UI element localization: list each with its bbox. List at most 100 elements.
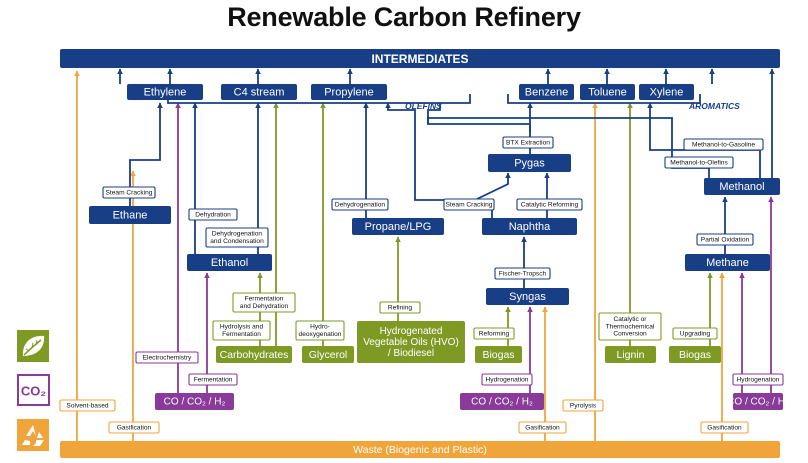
process-fermentation[interactable]: Fermentation bbox=[188, 373, 238, 386]
node-waste[interactable]: Waste (Biogenic and Plastic) bbox=[60, 441, 780, 458]
process-fermentation-dehydration-label: and Dehydration bbox=[240, 303, 289, 310]
process-steam-cracking-2-box bbox=[443, 198, 495, 211]
leaf-icon bbox=[17, 330, 49, 362]
node-xylene-label: Xylene bbox=[650, 87, 684, 99]
node-c4[interactable]: C4 stream bbox=[221, 84, 297, 100]
recycle-icon bbox=[17, 419, 49, 451]
node-co2b[interactable]: CO / CO₂ / H₂ bbox=[460, 393, 544, 410]
node-biogas1[interactable]: Biogas bbox=[475, 346, 522, 363]
node-hvo-label: Vegetable Oils (HVO) bbox=[363, 337, 459, 348]
node-ethanol-box bbox=[187, 254, 272, 271]
process-fermentation-dehydration-label: Fermentation bbox=[245, 296, 284, 303]
process-methanol-to-olefins[interactable]: Methanol-to-Olefins bbox=[664, 156, 734, 169]
node-carbohydrates-box bbox=[216, 346, 292, 363]
process-dehydrogenation-label: Dehydrogenation bbox=[335, 201, 386, 208]
node-co2c[interactable]: CO / CO₂ / H₂ bbox=[727, 393, 789, 410]
node-biogas2-label: Biogas bbox=[679, 349, 711, 361]
process-methanol-to-gasoline[interactable]: Methanol-to-Gasoline bbox=[683, 138, 764, 151]
node-ethylene-box bbox=[127, 84, 203, 100]
node-xylene[interactable]: Xylene bbox=[639, 84, 694, 100]
node-glycerol[interactable]: Glycerol bbox=[302, 346, 354, 363]
node-methanol[interactable]: Methanol bbox=[704, 178, 780, 195]
node-methane[interactable]: Methane bbox=[685, 254, 770, 271]
process-btx-extraction[interactable]: BTX Extraction bbox=[502, 136, 554, 149]
node-biogas2[interactable]: Biogas bbox=[669, 346, 721, 363]
node-pygas[interactable]: Pygas bbox=[488, 154, 571, 172]
process-catalytic-thermochemical-box bbox=[598, 312, 662, 341]
node-intermediates[interactable]: INTERMEDIATES bbox=[60, 49, 780, 68]
process-dehydrogenation-condensation-label: and Condensation bbox=[210, 238, 264, 245]
process-refining[interactable]: Refining bbox=[379, 301, 421, 314]
process-fermentation-dehydration-box bbox=[232, 292, 296, 313]
node-ethanol[interactable]: Ethanol bbox=[187, 254, 272, 271]
node-ethane[interactable]: Ethane bbox=[89, 206, 171, 224]
node-syngas[interactable]: Syngas bbox=[486, 288, 569, 305]
node-co2a-label: CO / CO₂ / H₂ bbox=[164, 397, 226, 408]
process-dehydration-label: Dehydration bbox=[195, 211, 231, 218]
connector-navy-24 bbox=[476, 172, 511, 200]
node-methane-label: Methane bbox=[706, 257, 749, 269]
process-hydrogenation-2[interactable]: Hydrogenation bbox=[732, 373, 784, 386]
process-gasification-2[interactable]: Gasification bbox=[518, 421, 567, 434]
process-reforming[interactable]: Reforming bbox=[473, 327, 515, 340]
node-toluene[interactable]: Toluene bbox=[580, 84, 635, 100]
process-upgrading[interactable]: Upgrading bbox=[672, 327, 718, 340]
node-benzene[interactable]: Benzene bbox=[519, 84, 574, 100]
process-hydrolysis-fermentation-box bbox=[212, 320, 271, 341]
process-electrochemistry[interactable]: Electrochemistry bbox=[135, 351, 199, 364]
node-benzene-box bbox=[519, 84, 574, 100]
node-co2a[interactable]: CO / CO₂ / H₂ bbox=[155, 393, 234, 410]
process-hydrogenation-1-label: Hydrogenation bbox=[486, 376, 529, 383]
legend: CO₂ bbox=[17, 330, 50, 451]
process-reforming-box bbox=[473, 327, 515, 340]
node-intermediates-label: INTERMEDIATES bbox=[371, 52, 468, 66]
node-ethane-box bbox=[89, 206, 171, 224]
process-steam-cracking-2[interactable]: Steam Cracking bbox=[443, 198, 495, 211]
node-ethylene[interactable]: Ethylene bbox=[127, 84, 203, 100]
process-gasification-1[interactable]: Gasification bbox=[108, 421, 160, 434]
node-propane-box bbox=[352, 218, 444, 235]
node-biogas1-box bbox=[475, 346, 522, 363]
process-fischer-tropsch[interactable]: Fischer-Tropsch bbox=[494, 267, 551, 280]
process-dehydrogenation-condensation-box bbox=[205, 227, 269, 248]
node-propylene[interactable]: Propylene bbox=[311, 84, 387, 100]
process-dehydrogenation-condensation-label: Dehydrogenation bbox=[212, 231, 263, 238]
node-propane[interactable]: Propane/LPG bbox=[352, 218, 444, 235]
process-reforming-label: Reforming bbox=[479, 330, 510, 337]
process-catalytic-thermochemical-label: Conversion bbox=[613, 330, 647, 337]
process-hydrolysis-fermentation-label: Hydrolysis and bbox=[220, 324, 264, 331]
node-syngas-box bbox=[486, 288, 569, 305]
node-carbohydrates[interactable]: Carbohydrates bbox=[216, 346, 292, 363]
node-methanol-label: Methanol bbox=[719, 181, 764, 193]
connector-navy-31 bbox=[507, 94, 701, 104]
process-fischer-tropsch-label: Fischer-Tropsch bbox=[499, 270, 547, 277]
node-lignin[interactable]: Lignin bbox=[605, 346, 656, 363]
co2-icon: CO₂ bbox=[17, 374, 50, 406]
co2-icon-label: CO₂ bbox=[21, 384, 47, 399]
process-steam-cracking-1[interactable]: Steam Cracking bbox=[102, 186, 156, 199]
process-gasification-2-box bbox=[518, 421, 567, 434]
process-dehydrogenation[interactable]: Dehydrogenation bbox=[331, 198, 389, 211]
node-lignin-label: Lignin bbox=[616, 349, 644, 361]
process-hydro-deoxygenation[interactable]: Hydro-deoxygenation bbox=[295, 320, 345, 341]
process-catalytic-reforming[interactable]: Catalytic Reforming bbox=[516, 198, 583, 211]
connector-navy-27 bbox=[427, 103, 531, 132]
node-naphtha[interactable]: Naphtha bbox=[482, 218, 577, 235]
process-partial-oxidation[interactable]: Partial Oxidation bbox=[696, 233, 754, 246]
process-pyrolysis[interactable]: Pyrolysis bbox=[562, 399, 604, 412]
process-gasification-3-box bbox=[700, 421, 749, 434]
process-dehydration[interactable]: Dehydration bbox=[188, 208, 238, 221]
process-gasification-3[interactable]: Gasification bbox=[700, 421, 749, 434]
node-pygas-label: Pygas bbox=[514, 158, 545, 170]
node-intermediates-box bbox=[60, 49, 780, 68]
process-fermentation-label: Fermentation bbox=[194, 376, 233, 383]
process-solvent-based[interactable]: Solvent-based bbox=[59, 399, 116, 412]
process-steam-cracking-1-label: Steam Cracking bbox=[106, 189, 153, 196]
process-hydrogenation-1[interactable]: Hydrogenation bbox=[481, 373, 533, 386]
